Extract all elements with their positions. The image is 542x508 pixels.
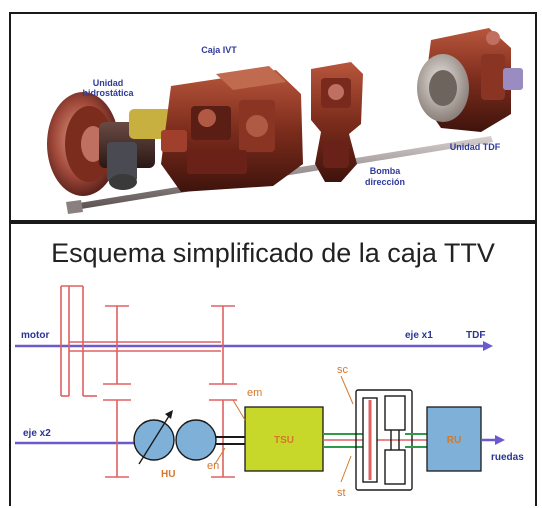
label-ivt: Caja IVT (201, 45, 237, 55)
label-eje-x2: eje x2 (23, 428, 51, 439)
ru-box (426, 406, 482, 472)
transmission-illustration: Unidad hidrostática Caja IVT Bomba direc… (47, 28, 523, 214)
label-en: en (207, 460, 219, 472)
label-ruedas: ruedas (491, 452, 524, 463)
label-st: st (337, 487, 346, 499)
label-sc: sc (337, 364, 349, 376)
label-eje-x1: eje x1 (405, 330, 433, 341)
gear-pair-2 (209, 305, 237, 478)
shaft-x1 (15, 341, 493, 351)
tsu-output-shafts (323, 433, 367, 448)
ivt-gearbox-graphic (161, 66, 303, 192)
schematic-title: Esquema simplificado de la caja TTV (51, 238, 495, 268)
label-ru: RU (447, 435, 461, 446)
label-em: em (247, 387, 262, 399)
clutch-shaft-links (405, 433, 427, 448)
label-motor: motor (21, 330, 49, 341)
label-pump-line2: dirección (365, 177, 405, 187)
pto-unit-graphic (417, 28, 523, 132)
hydrostatic-unit-graphic (47, 92, 173, 196)
ttv-schematic: Esquema simplificado de la caja TTV (15, 238, 524, 499)
hu-tsu-shaft (216, 436, 245, 445)
wheels-output-shaft (481, 435, 505, 445)
label-hydrostatic-line2: hidrostática (82, 88, 134, 98)
input-gear-frame (60, 285, 221, 397)
steering-pump-graphic (311, 62, 363, 182)
label-hydrostatic-line1: Unidad (93, 78, 124, 88)
label-pto: Unidad TDF (450, 142, 501, 152)
schematic-panel: Esquema simplificado de la caja TTV (9, 222, 537, 506)
label-tsu: TSU (274, 435, 294, 446)
gear-pair-1 (103, 305, 131, 478)
label-hu: HU (161, 469, 175, 480)
transmission-photo-panel: Unidad hidrostática Caja IVT Bomba direc… (9, 12, 537, 222)
hu-unit (133, 410, 217, 465)
tsu-box (244, 406, 324, 472)
label-tdf: TDF (466, 330, 485, 341)
label-pump-line1: Bomba (370, 166, 401, 176)
pointer-lines (214, 375, 354, 483)
clutch-pack (355, 389, 413, 491)
